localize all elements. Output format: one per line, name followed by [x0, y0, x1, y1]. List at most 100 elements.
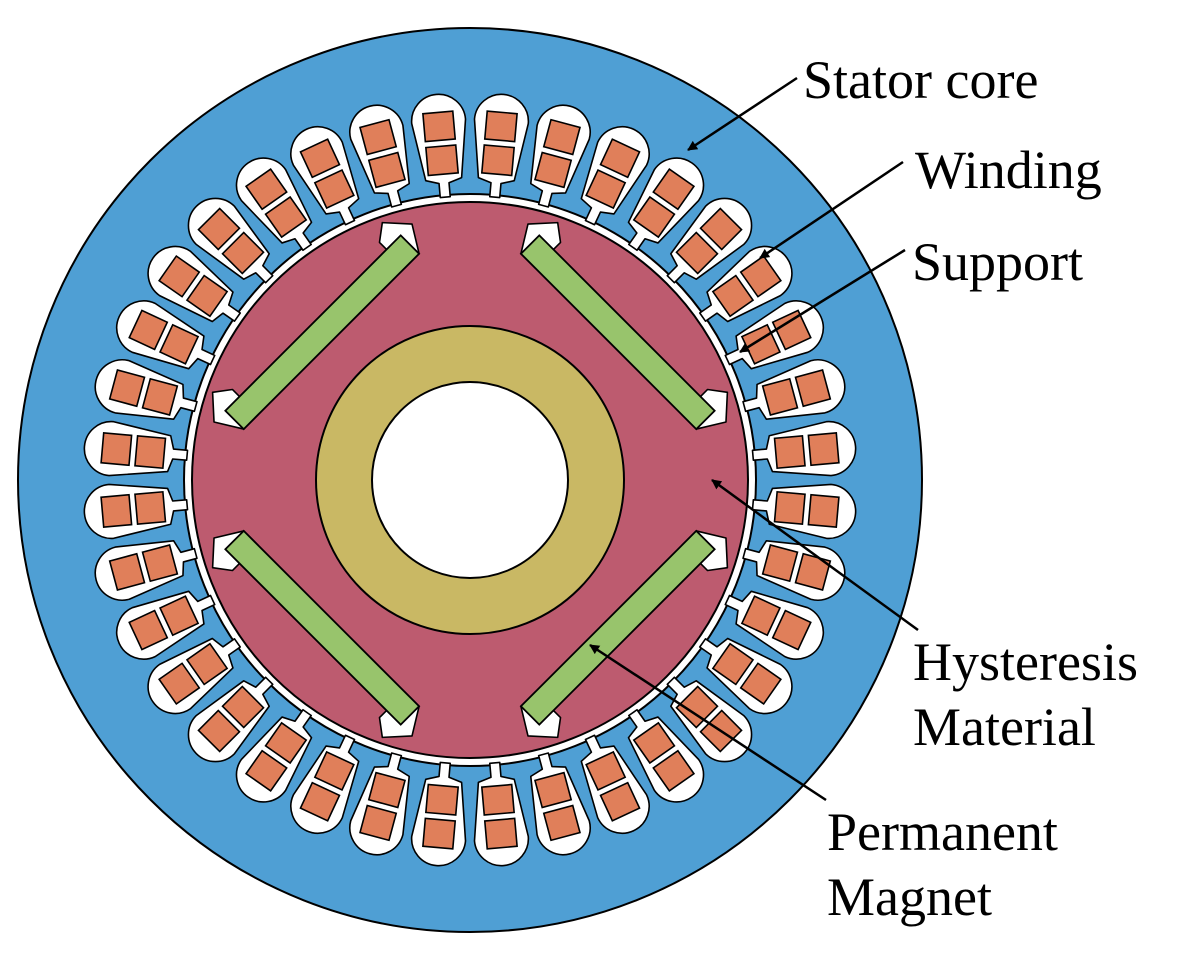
winding-coil	[599, 781, 641, 822]
winding-coil	[108, 369, 146, 408]
stator-slot	[235, 157, 313, 252]
stator-slot	[627, 157, 705, 252]
winding-coil	[134, 490, 167, 526]
winding-coil	[483, 817, 518, 850]
winding-coil	[221, 231, 265, 275]
winding-coil	[424, 783, 460, 816]
label-stator-core: Stator core	[803, 50, 1038, 110]
magnet-bar	[519, 234, 716, 431]
hysteresis-arrow	[711, 478, 919, 632]
stator-slot	[529, 752, 591, 856]
magnet-bar	[224, 529, 421, 726]
winding-coil	[794, 369, 832, 408]
stator-slot	[83, 420, 189, 477]
winding-coil	[221, 685, 265, 729]
winding-coil	[761, 377, 799, 417]
stator-slot	[742, 359, 846, 421]
winding-coil	[533, 151, 573, 189]
stator-slot	[290, 734, 360, 835]
stator-core-arrow	[687, 76, 798, 152]
label-hysteresis-line1: Hysteresis	[913, 632, 1138, 692]
stator-slot	[147, 637, 242, 715]
winding-coil	[807, 493, 840, 528]
winding-coil	[185, 642, 229, 686]
winding-coil	[299, 138, 341, 179]
winding-coil	[197, 207, 241, 251]
winding-coil	[739, 662, 782, 706]
winding-coil	[761, 543, 799, 583]
winding-coil	[771, 309, 812, 351]
winding-coil	[313, 750, 355, 792]
winding-arrow	[759, 160, 904, 260]
winding-coil	[158, 662, 201, 706]
winding-coil	[675, 231, 719, 275]
winding-coil	[313, 168, 355, 210]
permanent-magnet	[519, 529, 729, 739]
stator-slot	[290, 125, 360, 226]
winding-coil	[542, 118, 581, 156]
winding-coil	[480, 144, 516, 177]
winding-coil	[367, 771, 407, 809]
stator-slot	[580, 125, 650, 226]
stator-slot	[349, 104, 411, 208]
winding-coil	[185, 274, 229, 318]
winding-coil	[483, 110, 518, 143]
stator-slot	[94, 359, 198, 421]
stator-slot	[235, 708, 313, 803]
winding-coil	[652, 168, 696, 211]
winding-coil	[134, 434, 167, 470]
winding-coil	[108, 552, 146, 591]
winding-coil	[711, 642, 755, 686]
winding-coil	[675, 685, 719, 729]
winding-coil	[158, 254, 201, 298]
winding-coil	[158, 323, 200, 365]
winding-coil	[367, 151, 407, 189]
stator-slot	[187, 676, 274, 763]
winding-coil	[141, 377, 179, 417]
label-magnet-line1: Permanent	[827, 802, 1058, 862]
winding-coil	[299, 781, 341, 822]
winding-coil	[264, 721, 308, 765]
winding-coil	[359, 804, 398, 842]
permanent-magnets	[211, 221, 729, 739]
winding-coil	[773, 490, 806, 526]
winding-coil	[599, 138, 641, 179]
stator-slot	[410, 93, 467, 199]
stator-slot	[187, 197, 274, 284]
winding-coil	[542, 804, 581, 842]
stator-slot	[473, 761, 530, 867]
winding-coil	[244, 749, 288, 792]
stator-slot	[751, 483, 857, 540]
winding-coil	[422, 110, 457, 143]
winding-coil	[264, 195, 308, 239]
stator-slot	[529, 104, 591, 208]
winding-coil	[141, 543, 179, 583]
stator-slot	[473, 93, 530, 199]
stator-slots	[83, 93, 857, 867]
winding-coil	[100, 493, 133, 528]
winding-coil	[158, 595, 200, 637]
magnet-arrow	[589, 643, 827, 802]
winding-coil	[424, 144, 460, 177]
stator-slot	[742, 539, 846, 601]
label-support: Support	[912, 232, 1083, 292]
winding-coil	[359, 118, 398, 156]
winding-coil	[711, 274, 755, 318]
stator-slot	[580, 734, 650, 835]
winding-coil	[632, 721, 676, 765]
magnet-bar	[224, 234, 421, 431]
winding-coil	[699, 207, 743, 251]
winding-coil	[100, 432, 133, 467]
winding-coil	[197, 709, 241, 753]
winding-coil	[128, 309, 169, 351]
winding-coil	[771, 609, 812, 651]
winding-coil	[807, 432, 840, 467]
stator-slot	[147, 245, 242, 323]
winding-coil	[128, 609, 169, 651]
stator-slot	[724, 590, 825, 660]
winding-coil	[533, 771, 573, 809]
permanent-magnet	[211, 529, 421, 739]
winding-coil	[740, 595, 782, 637]
magnet-bar	[519, 529, 716, 726]
